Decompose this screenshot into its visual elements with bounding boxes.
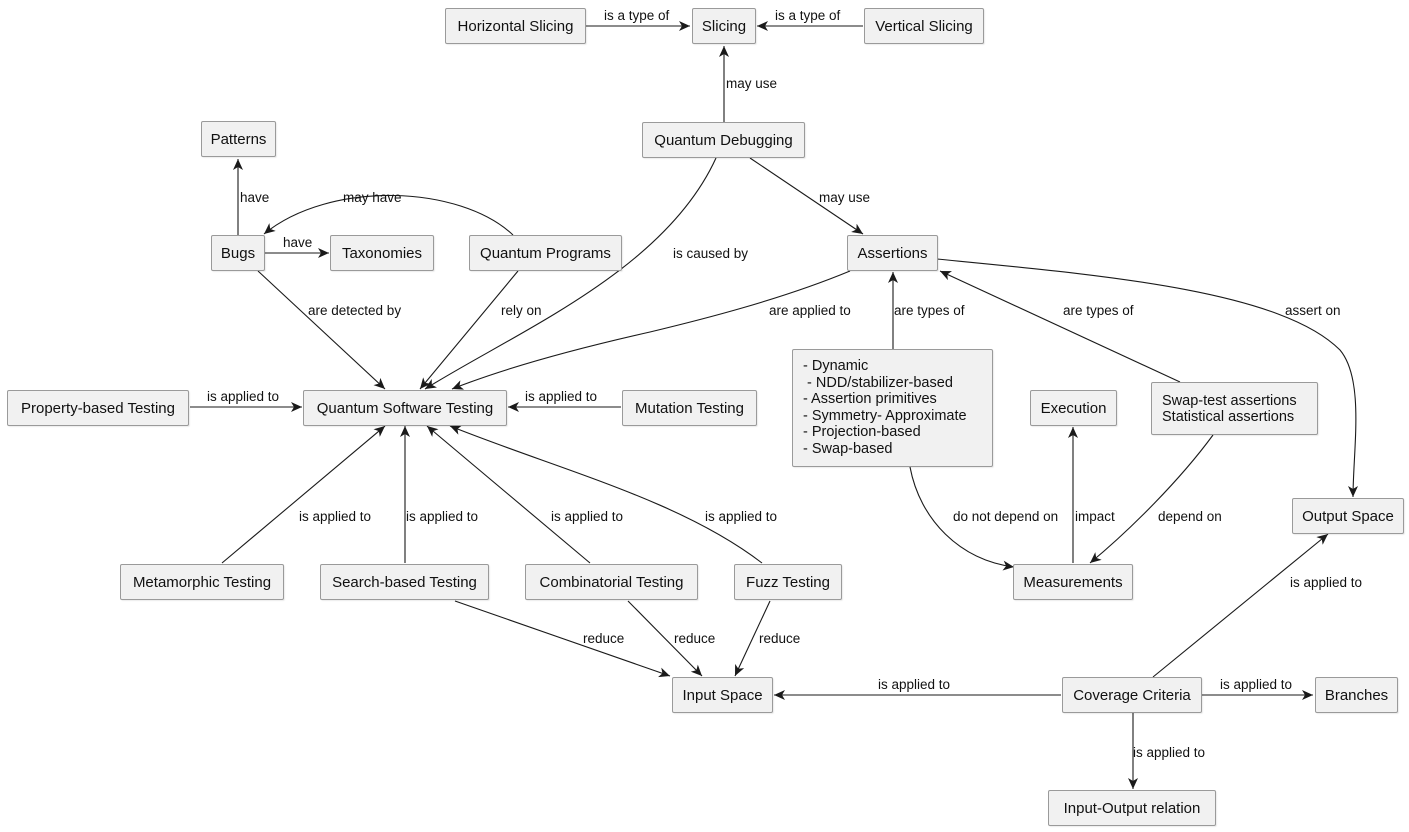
edge-debugging-to-assertions (749, 157, 864, 235)
node-output-space[interactable]: Output Space (1292, 498, 1404, 534)
edge-search-to-input (454, 600, 671, 678)
edge-label-assertions-assert-on: assert on (1285, 303, 1341, 318)
node-measurements[interactable]: Measurements (1013, 564, 1133, 600)
node-input-output-relation[interactable]: Input-Output relation (1048, 790, 1216, 826)
node-assertions[interactable]: Assertions (847, 235, 938, 271)
node-quantum-programs[interactable]: Quantum Programs (469, 235, 622, 271)
edge-label-bugs-have-taxonomies: have (283, 235, 313, 250)
edge-fuzz-to-input (734, 600, 771, 677)
edge-label-mutation-applied-to: is applied to (525, 389, 598, 404)
edge-label-property-applied-to: is applied to (207, 389, 280, 404)
edge-fuzz-to-qst (449, 425, 763, 564)
node-horizontal-slicing[interactable]: Horizontal Slicing (445, 8, 586, 44)
edge-label-combinatorial-reduce: reduce (674, 631, 716, 646)
edge-label-fuzz-applied-to: is applied to (705, 509, 778, 524)
node-combinatorial-testing[interactable]: Combinatorial Testing (525, 564, 698, 600)
node-quantum-debugging[interactable]: Quantum Debugging (642, 122, 805, 158)
edge-label-swap-types-of: are types of (1063, 303, 1134, 318)
node-slicing[interactable]: Slicing (692, 8, 756, 44)
edge-bugs-to-qst (257, 270, 386, 390)
edge-label-bugs-have-patterns: have (240, 190, 270, 205)
node-metamorphic-testing[interactable]: Metamorphic Testing (120, 564, 284, 600)
edge-swap-to-measurements (1089, 434, 1214, 564)
node-execution[interactable]: Execution (1030, 390, 1117, 426)
node-property-based-testing[interactable]: Property-based Testing (7, 390, 189, 426)
edge-label-programs-rely-on: rely on (501, 303, 542, 318)
node-coverage-criteria[interactable]: Coverage Criteria (1062, 677, 1202, 713)
edge-programs-to-qst (419, 270, 519, 390)
edge-coverage-to-output (1152, 533, 1329, 678)
edge-label-search-applied-to: is applied to (406, 509, 479, 524)
node-taxonomies[interactable]: Taxonomies (330, 235, 434, 271)
edge-metamorphic-to-qst (221, 425, 386, 564)
node-branches[interactable]: Branches (1315, 677, 1398, 713)
edge-label-fuzz-reduce: reduce (759, 631, 801, 646)
edge-swap-to-assertions (939, 270, 1181, 383)
edge-label-debugging-may-use-slicing: may use (726, 76, 778, 91)
edge-label-coverage-applied-input: is applied to (878, 677, 951, 692)
node-assertion-types[interactable]: - Dynamic - NDD/stabilizer-based - Asser… (792, 349, 993, 467)
edge-label-coverage-applied-branches: is applied to (1220, 677, 1293, 692)
edge-label-vertical-is-type: is a type of (775, 8, 841, 23)
edge-combinatorial-to-input (627, 600, 703, 677)
edge-types-to-measurements (909, 466, 1015, 571)
edge-combinatorial-to-qst (426, 425, 591, 564)
node-mutation-testing[interactable]: Mutation Testing (622, 390, 757, 426)
edge-debugging-to-qst (424, 157, 717, 390)
edge-label-not-depend-on: do not depend on (953, 509, 1059, 524)
node-quantum-software-testing[interactable]: Quantum Software Testing (303, 390, 507, 426)
node-search-based-testing[interactable]: Search-based Testing (320, 564, 489, 600)
edge-label-debugging-may-use-assertions: may use (819, 190, 871, 205)
edge-label-horizontal-is-type: is a type of (604, 8, 670, 23)
edge-label-search-reduce: reduce (583, 631, 625, 646)
edge-label-bugs-detected-by: are detected by (308, 303, 402, 318)
node-swap-test-assertions[interactable]: Swap-test assertions Statistical asserti… (1151, 382, 1318, 435)
edge-label-assertions-applied-to: are applied to (769, 303, 851, 318)
edge-label-debugging-caused-by: is caused by (673, 246, 749, 261)
edge-label-impact: impact (1075, 509, 1115, 524)
node-bugs[interactable]: Bugs (211, 235, 265, 271)
edge-label-combinatorial-applied-to: is applied to (551, 509, 624, 524)
edge-assertions-to-qst (451, 270, 851, 390)
edge-assertions-to-output (936, 258, 1359, 498)
node-input-space[interactable]: Input Space (672, 677, 773, 713)
node-patterns[interactable]: Patterns (201, 121, 276, 157)
edge-label-assertion-types-types-of: are types of (894, 303, 965, 318)
edge-programs-to-bugs (263, 194, 514, 236)
edge-label-coverage-applied-io: is applied to (1133, 745, 1206, 760)
node-vertical-slicing[interactable]: Vertical Slicing (864, 8, 984, 44)
edge-label-metamorphic-applied-to: is applied to (299, 509, 372, 524)
node-fuzz-testing[interactable]: Fuzz Testing (734, 564, 842, 600)
edge-label-programs-may-have-bugs: may have (343, 190, 402, 205)
edge-label-coverage-applied-output: is applied to (1290, 575, 1363, 590)
edge-label-depend-on: depend on (1158, 509, 1222, 524)
